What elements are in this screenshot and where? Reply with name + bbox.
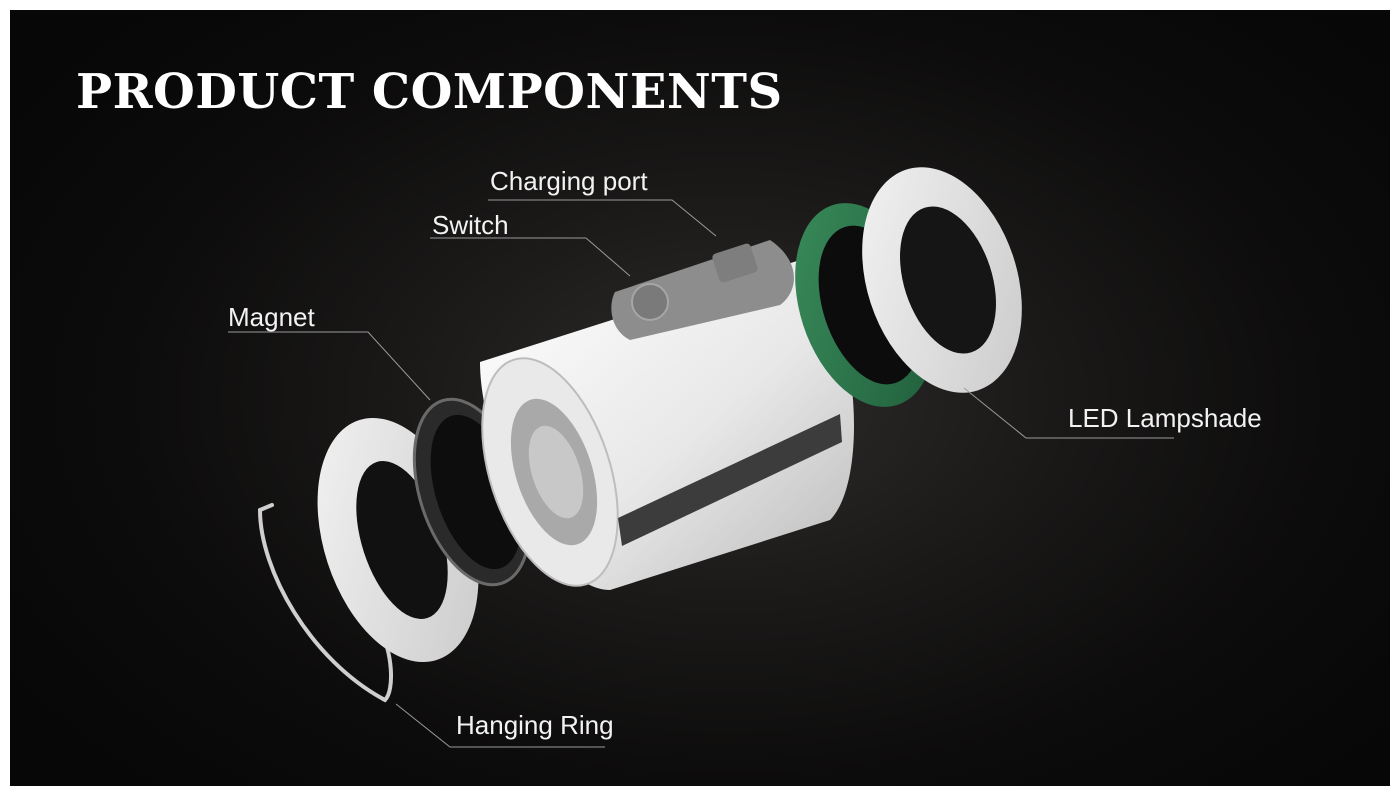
charging-port-label: Charging port xyxy=(490,166,648,197)
magnet-leader xyxy=(228,332,430,400)
led-lampshade-label: LED Lampshade xyxy=(1068,403,1262,434)
magnet-label: Magnet xyxy=(228,302,315,333)
switch-label: Switch xyxy=(432,210,509,241)
switch-leader xyxy=(430,238,630,276)
exploded-product-view xyxy=(10,10,1390,786)
charging-port-leader xyxy=(488,200,716,236)
product-components-slide: PRODUCT COMPONENTS Charging port Switch … xyxy=(10,10,1390,786)
hanging-ring-label: Hanging Ring xyxy=(456,710,614,741)
page-title: PRODUCT COMPONENTS xyxy=(76,64,783,120)
